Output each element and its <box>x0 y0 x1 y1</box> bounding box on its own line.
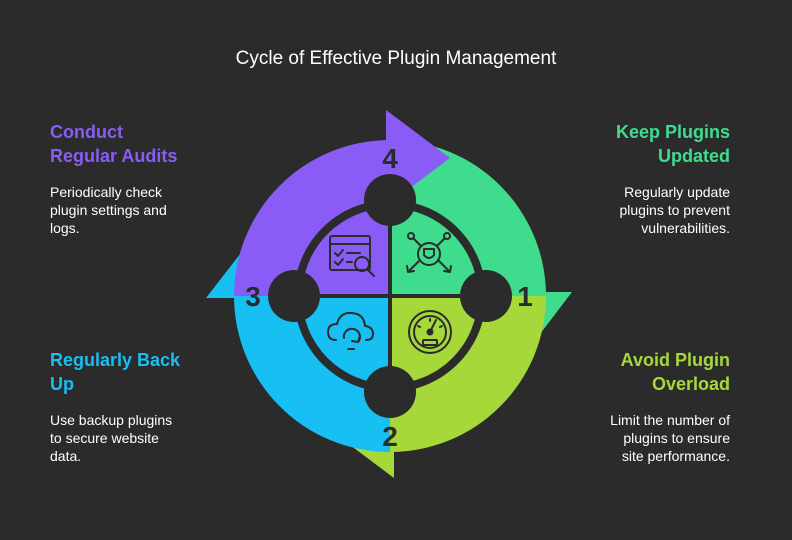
step-3-description: Use backup plugins to secure website dat… <box>50 411 172 465</box>
step-number-2: 2 <box>382 421 398 452</box>
step-1-title-line2: Updated <box>658 146 730 166</box>
step-4-desc-line1: Periodically check <box>50 184 163 200</box>
cloud-sync-icon <box>327 311 374 350</box>
step-1-description: Regularly update plugins to prevent vuln… <box>619 183 730 237</box>
step-3-desc-line3: data. <box>50 448 82 464</box>
step-3-desc-line2: to secure website <box>50 430 159 446</box>
step-2-desc-line1: Limit the number of <box>610 412 730 428</box>
step-2-desc-line3: site performance. <box>621 448 730 464</box>
notch-left <box>268 270 320 322</box>
step-4-desc-line2: plugin settings and <box>50 202 167 218</box>
step-4-desc-line3: logs. <box>50 220 80 236</box>
step-3-desc-line1: Use backup plugins <box>50 412 173 428</box>
step-2-title: Avoid Plugin Overload <box>621 348 730 396</box>
notch-right <box>460 270 512 322</box>
step-number-4: 4 <box>382 143 398 174</box>
step-1-title-line1: Keep Plugins <box>615 122 730 142</box>
step-number-3: 3 <box>245 281 261 312</box>
step-number-1: 1 <box>517 281 533 312</box>
checklist-search-icon <box>329 235 375 277</box>
divider-horizontal <box>294 294 486 298</box>
step-2-desc-line2: plugins to ensure <box>623 430 730 446</box>
step-4-title-line1: Conduct <box>50 122 123 142</box>
shield-network-icon <box>406 232 452 273</box>
step-1-desc-line2: plugins to prevent <box>619 202 730 218</box>
step-1-title: Keep Plugins Updated <box>616 120 730 168</box>
step-3-title-line2: Up <box>50 374 74 394</box>
speedometer-icon <box>408 310 452 354</box>
step-3-title: Regularly Back Up <box>50 348 180 396</box>
step-1-desc-line1: Regularly update <box>624 184 730 200</box>
notch-top <box>364 174 416 226</box>
diagram-title: Cycle of Effective Plugin Management <box>235 48 557 69</box>
step-3-title-line1: Regularly Back <box>50 350 181 370</box>
quadrant-blue <box>302 296 390 384</box>
step-1-desc-line3: vulnerabilities. <box>641 220 730 236</box>
step-2-title-line2: Overload <box>651 374 730 394</box>
step-4-title: Conduct Regular Audits <box>50 120 177 168</box>
step-4-description: Periodically check plugin settings and l… <box>50 183 167 237</box>
step-2-description: Limit the number of plugins to ensure si… <box>610 411 730 465</box>
step-4-title-line2: Regular Audits <box>50 146 178 166</box>
step-2-title-line1: Avoid Plugin <box>620 350 730 370</box>
quadrant-purple <box>302 208 390 296</box>
notch-bottom <box>364 366 416 418</box>
